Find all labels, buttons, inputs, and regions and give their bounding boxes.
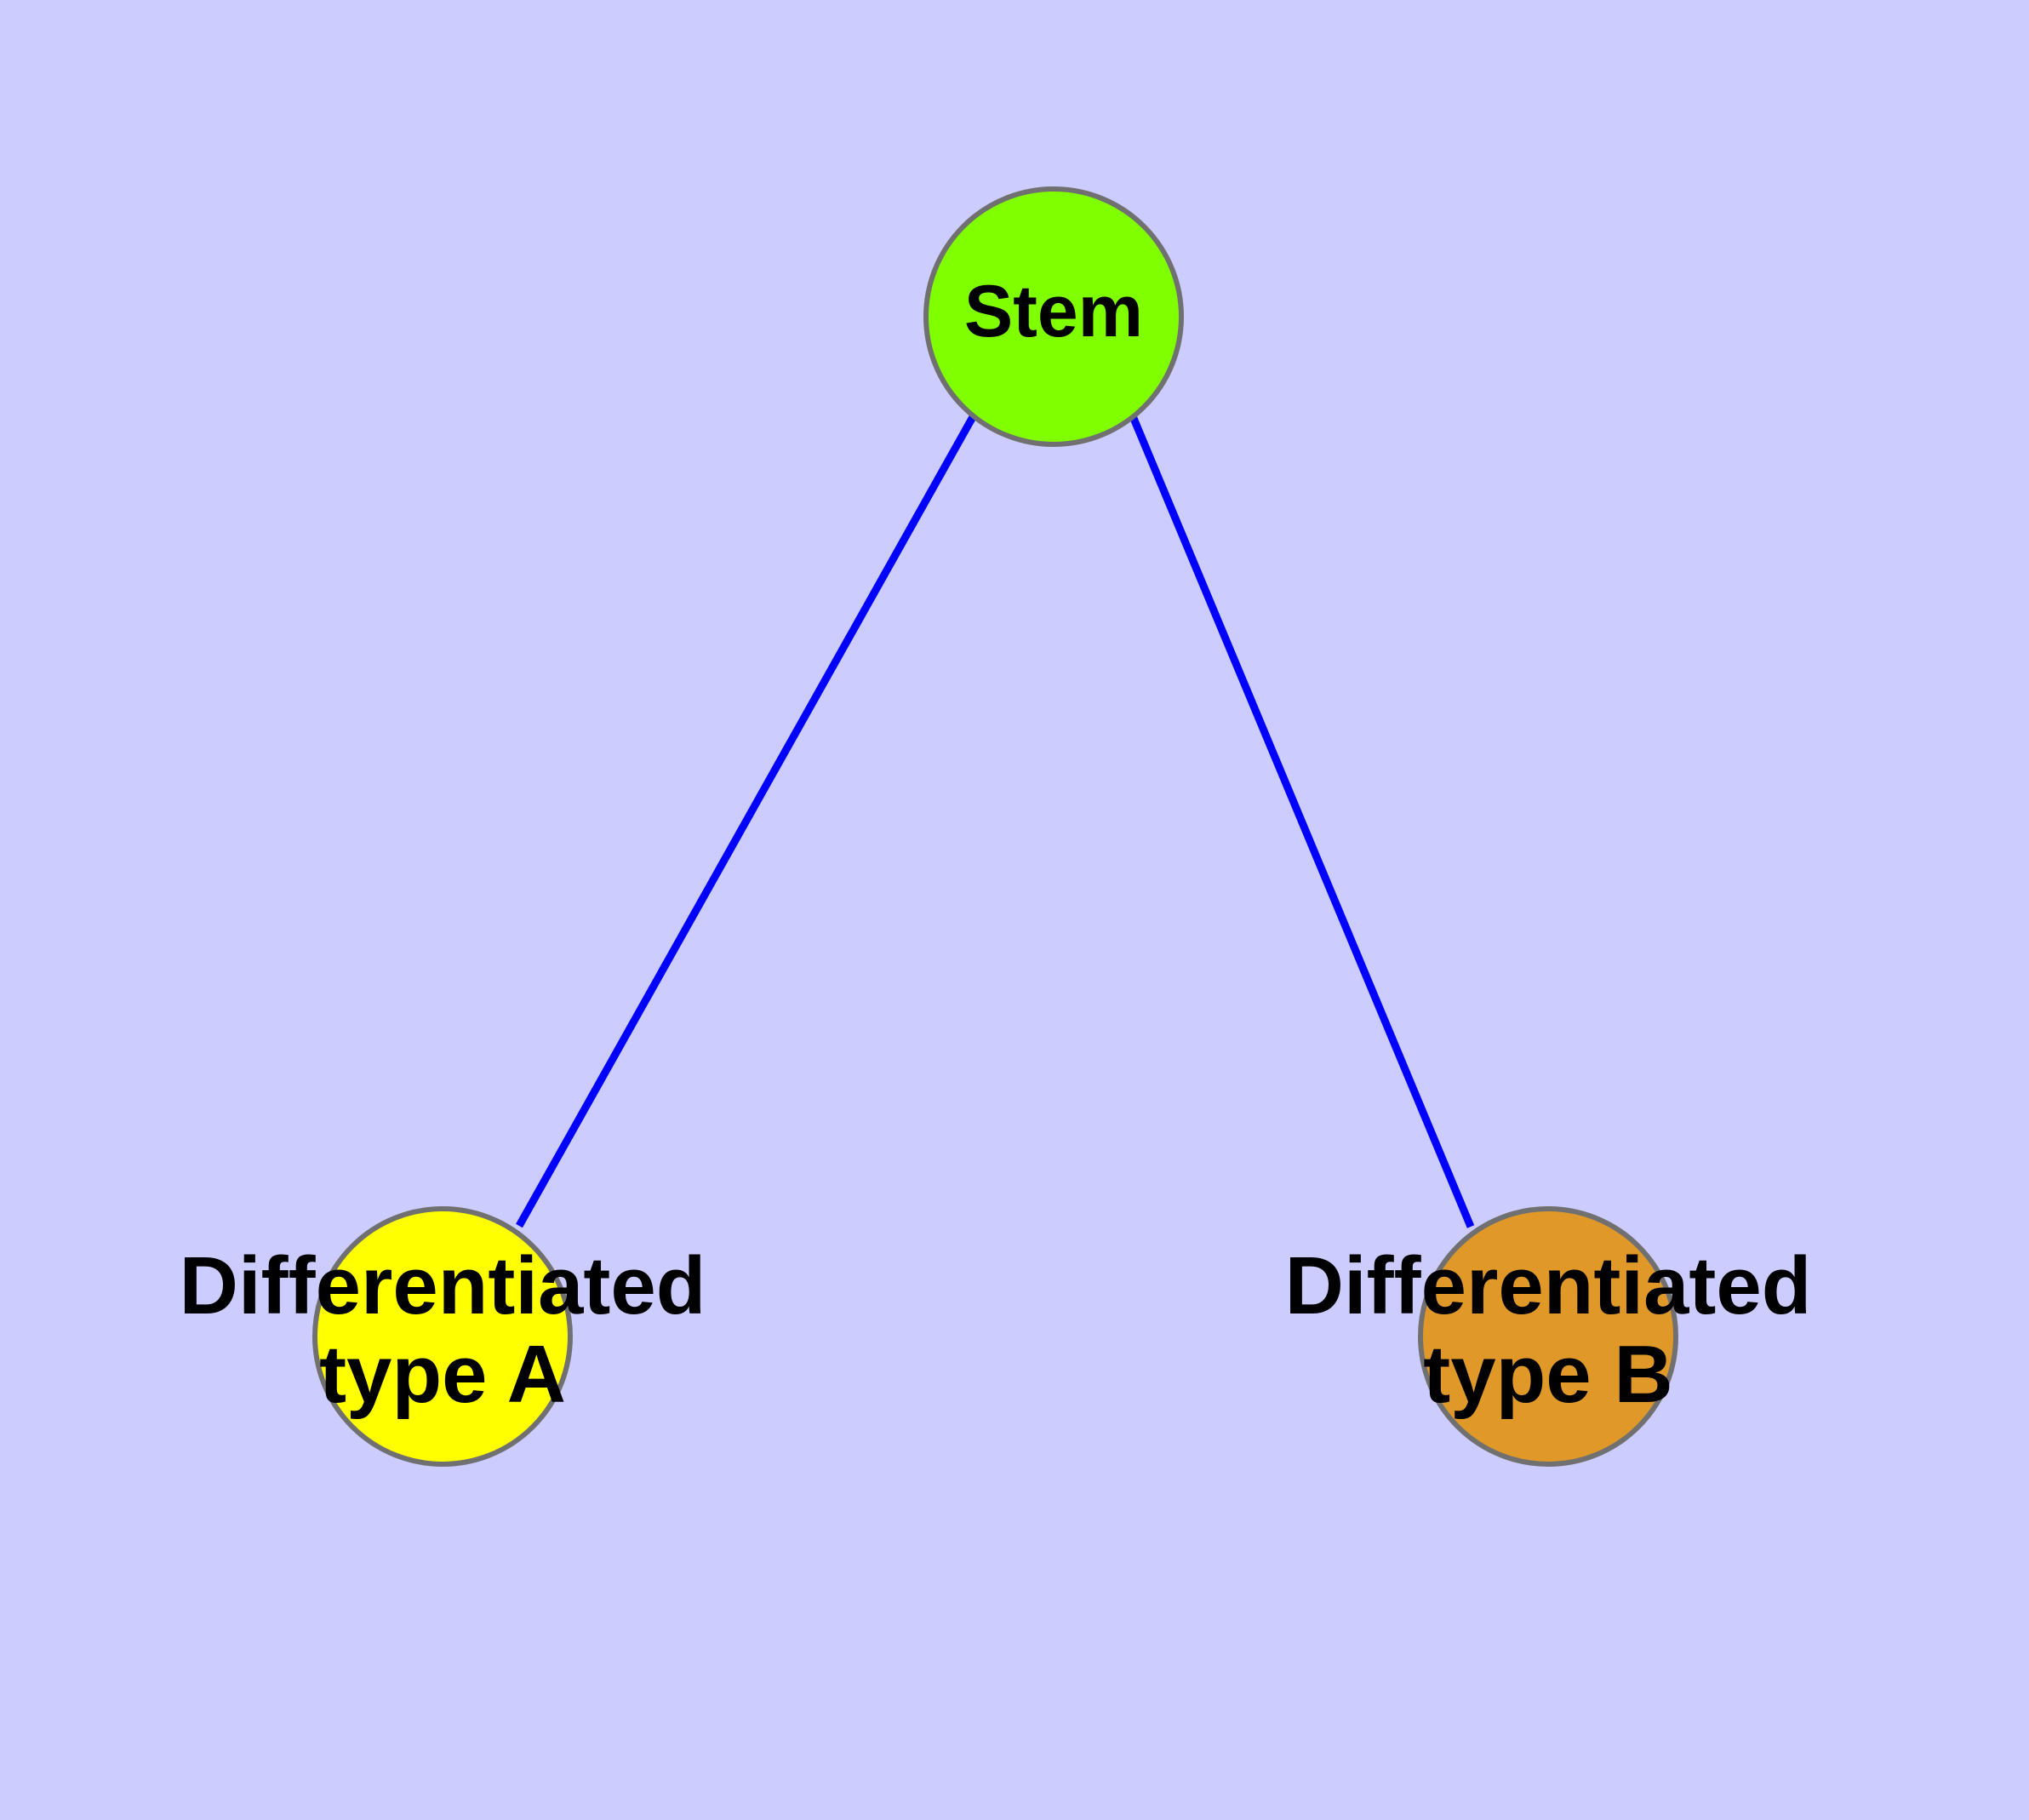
node-differentiated-type-a-circle[interactable] [312,1206,573,1467]
node-stem-circle[interactable] [923,186,1184,447]
node-differentiated-type-b-circle[interactable] [1418,1206,1678,1467]
node-label-line: Stem [964,271,1143,352]
node-label-line: type B [1423,1329,1672,1420]
edge-stem-to-differentiated-type-a[interactable] [516,413,977,1228]
edge-stem-to-differentiated-type-b[interactable] [1129,415,1475,1228]
node-label-line: Differentiated [1285,1240,1812,1331]
node-label-line: Differentiated [180,1240,706,1331]
node-label-line: type A [319,1329,566,1420]
edge-layer [516,413,1475,1228]
node-stem-label: Stem [964,271,1143,352]
node-stem[interactable]: Stem [923,186,1184,447]
